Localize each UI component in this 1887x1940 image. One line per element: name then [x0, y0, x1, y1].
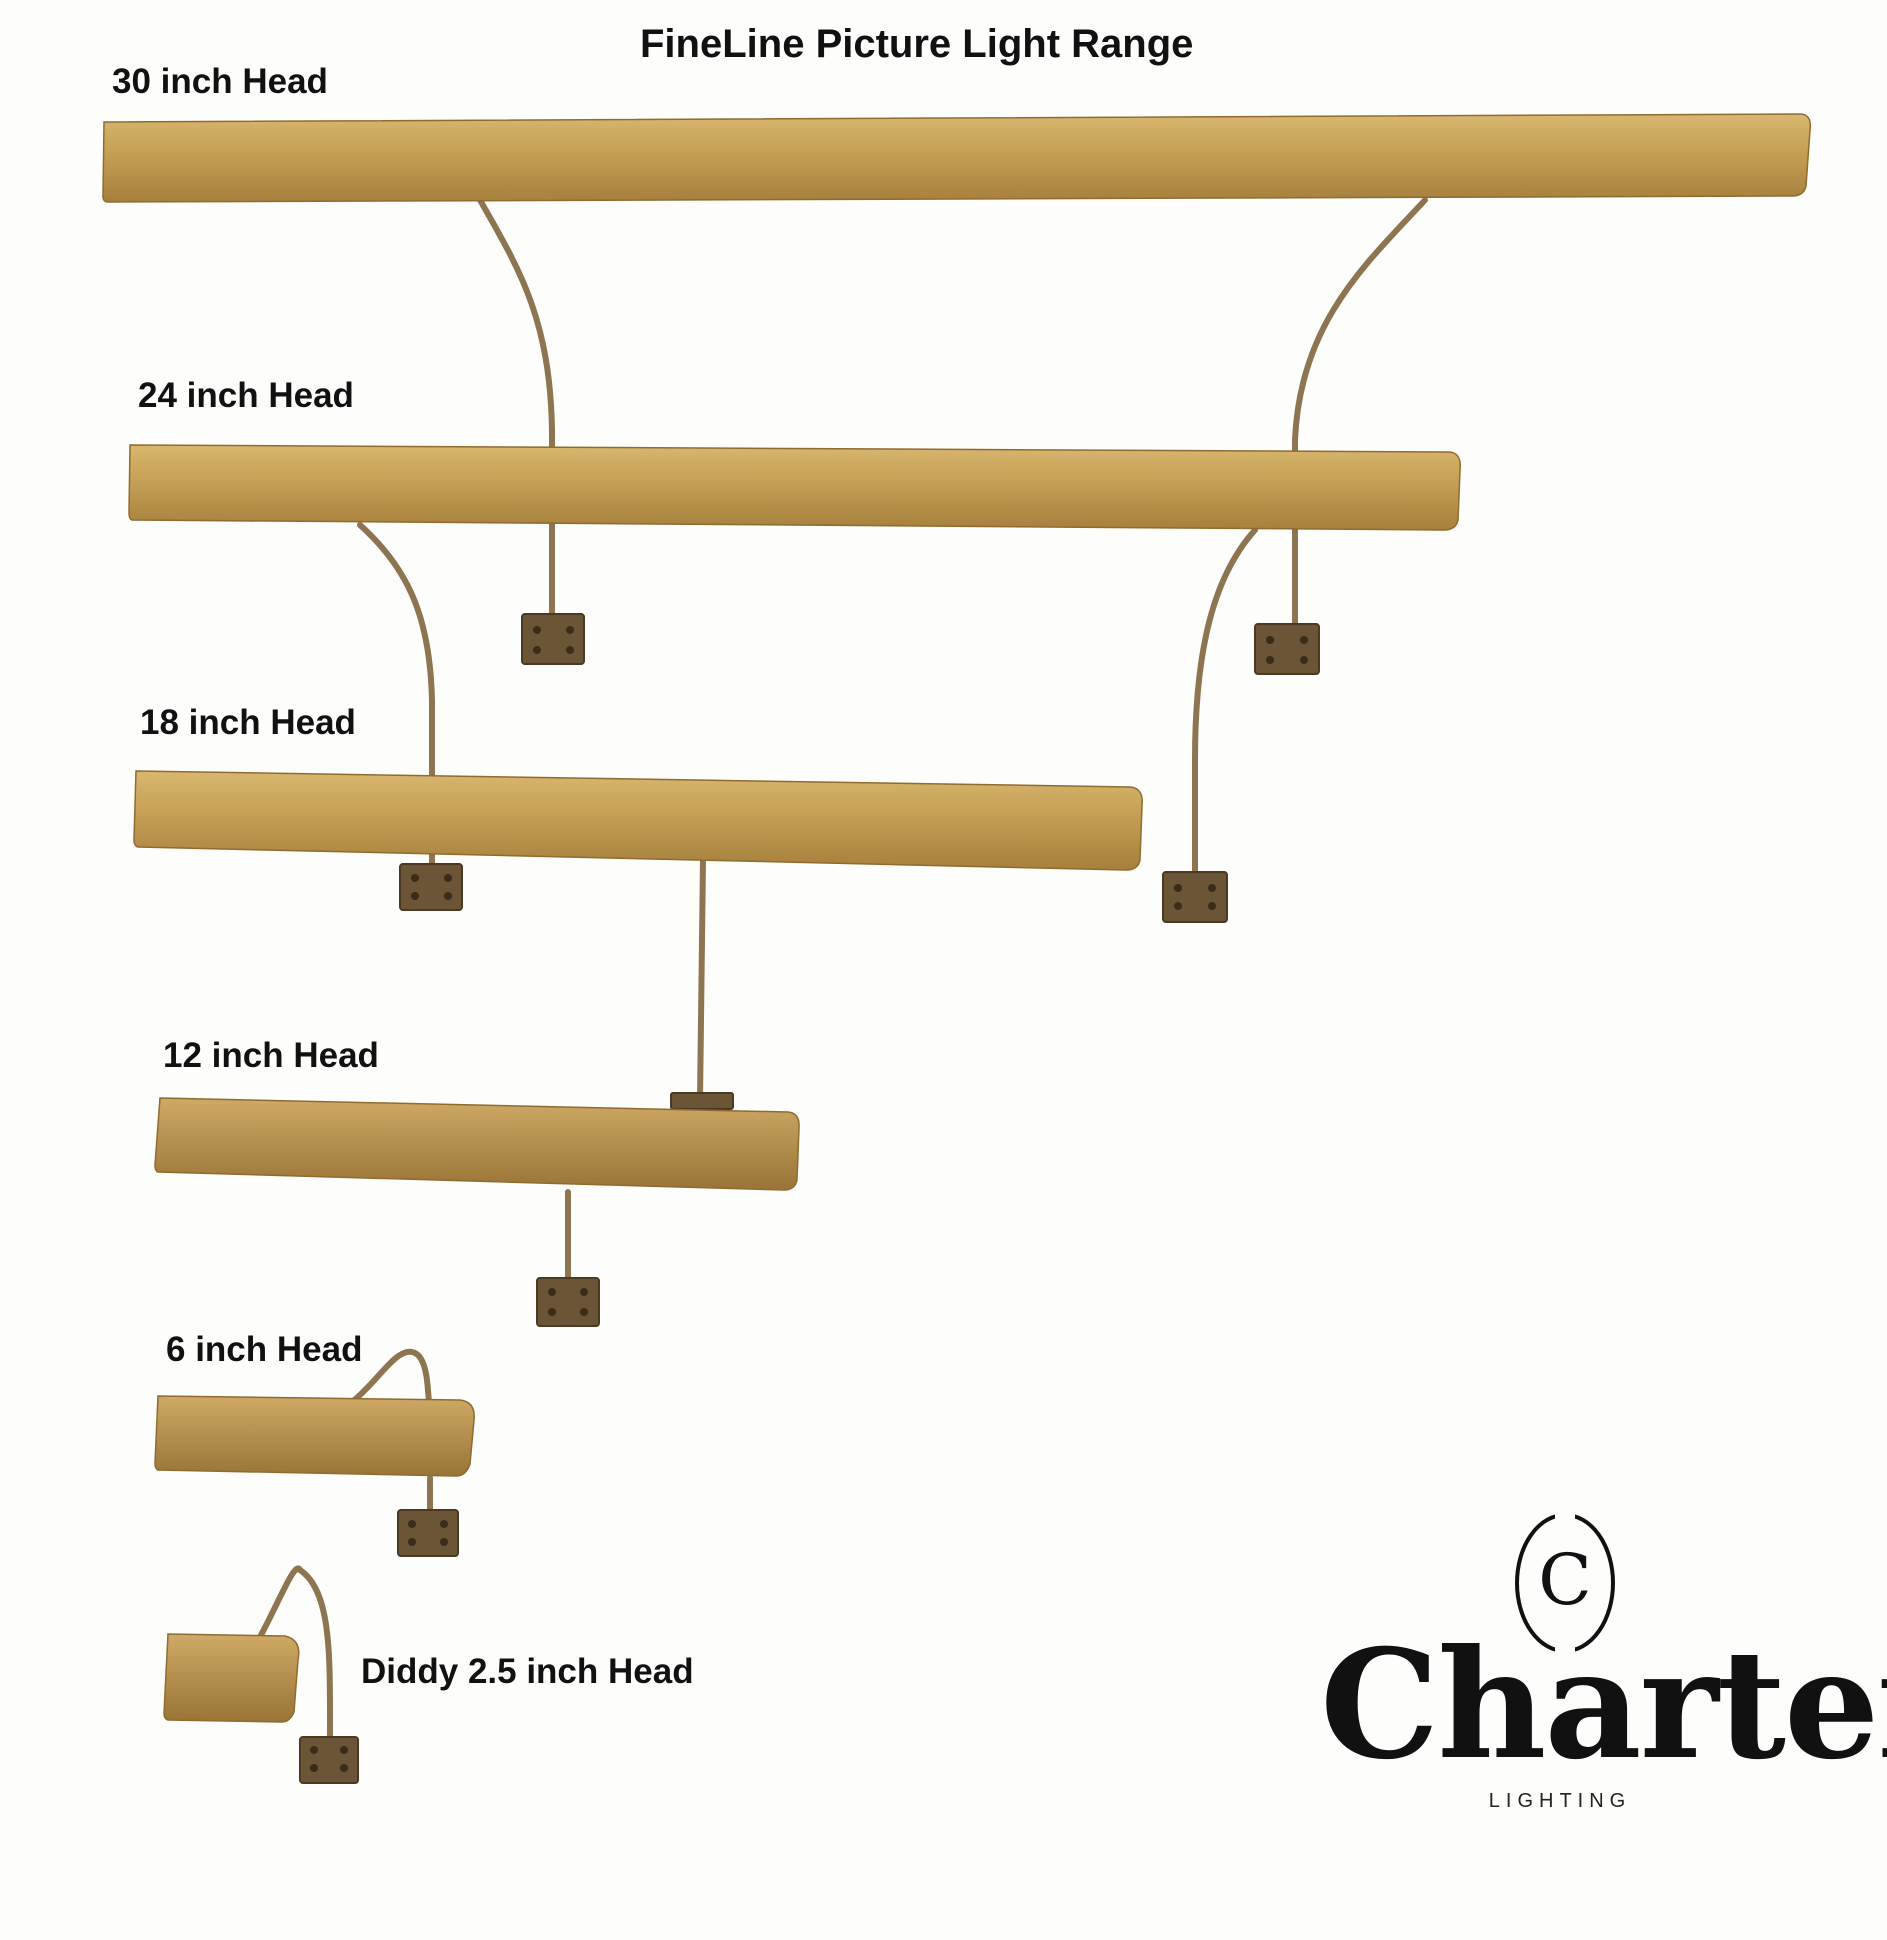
bracket-24-right [1162, 871, 1228, 923]
arm-24-left [357, 522, 435, 873]
head-6 [154, 1395, 475, 1477]
bracket-18-top [670, 1092, 734, 1110]
light-label-24-inch: 24 inch Head [138, 376, 354, 415]
arm-30-right [1292, 197, 1428, 643]
charter-logo-icon [1515, 1510, 1615, 1655]
arm-24-right [1192, 527, 1258, 883]
arm-diddy [257, 1565, 333, 1763]
arms [257, 197, 1428, 1763]
light-label-12-inch: 12 inch Head [163, 1036, 379, 1075]
bracket-24-left [399, 863, 463, 911]
bracket-diddy [299, 1736, 359, 1784]
light-label-6-inch: 6 inch Head [166, 1330, 363, 1369]
head-18 [133, 770, 1143, 871]
head-12 [154, 1097, 800, 1191]
page-title: FineLine Picture Light Range [640, 22, 1194, 66]
light-label-diddy: Diddy 2.5 inch Head [361, 1652, 694, 1691]
arm-18 [697, 857, 706, 1103]
head-30 [102, 113, 1812, 203]
arm-30-left [477, 197, 555, 633]
head-diddy [163, 1633, 300, 1723]
bracket-30-left [521, 613, 585, 665]
light-label-30-inch: 30 inch Head [112, 62, 328, 101]
bracket-30-right [1254, 623, 1320, 675]
arm-6-top [349, 1348, 433, 1423]
logo-mark-letter: C [1538, 1539, 1592, 1621]
brand-name: Charter [1320, 1617, 1887, 1793]
light-label-18-inch: 18 inch Head [140, 703, 356, 742]
light-heads [102, 113, 1812, 1723]
bracket-6 [397, 1509, 459, 1557]
bracket-12 [536, 1277, 600, 1327]
bracket-screws [310, 626, 1308, 1772]
brand-subtitle: LIGHTING [1488, 1790, 1632, 1812]
head-24 [128, 444, 1461, 531]
